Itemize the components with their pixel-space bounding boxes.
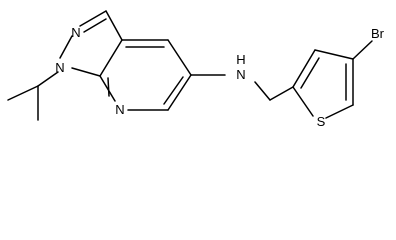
bond-c5-s [325, 104, 354, 119]
bond-ch2-thiophene [269, 86, 294, 101]
atom-amine-h: H [236, 52, 245, 67]
atom-sulfur: S [317, 114, 326, 129]
bond-c4-c5 [167, 39, 192, 76]
atom-n1: N [55, 60, 64, 75]
atom-pyridine-n: N [115, 102, 124, 117]
atom-amine-n: N [236, 67, 245, 82]
bond-c5-c6-inner [163, 76, 184, 105]
bond-n2-c3 [79, 10, 107, 27]
bond-n1-n2 [59, 35, 73, 59]
bond-c7a-c3a [99, 39, 123, 77]
atom-labels: N N N N H Br S [55, 25, 384, 129]
bonds [7, 10, 373, 121]
atom-n2: N [71, 25, 80, 40]
bond-nh-ch2 [254, 81, 271, 101]
structure-svg: N N N N H Br S [7, 10, 385, 129]
bond-c5-c6 [167, 74, 192, 111]
bond-c2-c3-thiophene-inner [300, 57, 320, 89]
bond-c2-c3-thiophene [292, 49, 316, 88]
bond-c3-c4-thiophene [314, 49, 354, 60]
bond-methyl-left [7, 85, 39, 101]
bond-n1-c7a [71, 67, 101, 77]
bond-n7-c7a-inner [107, 77, 110, 97]
atom-bromine: Br [371, 26, 385, 41]
bond-isopropyl-n1 [37, 71, 59, 87]
molecule-diagram: N N N N H Br S [7, 10, 385, 129]
bond-n7-c7a [99, 75, 116, 102]
bond-s-c2 [292, 86, 314, 117]
bond-n2-c3-double [83, 18, 107, 33]
bond-c3-c3a [105, 10, 123, 41]
bond-c4-br [352, 40, 373, 60]
